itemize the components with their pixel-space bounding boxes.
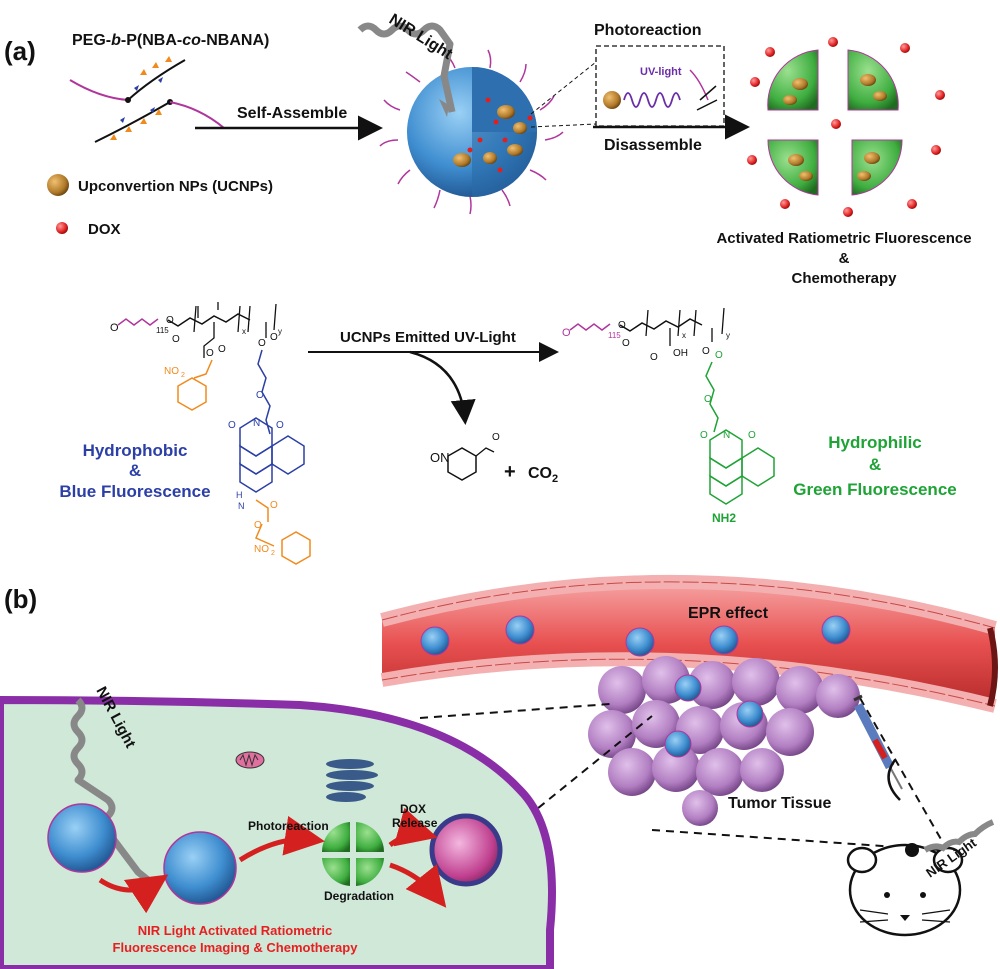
- self-assemble-label: Self-Assemble: [237, 105, 347, 122]
- svg-text:x: x: [682, 331, 686, 340]
- svg-text:O: O: [492, 432, 500, 443]
- svg-text:y: y: [278, 327, 282, 336]
- cell-micelle-outside: [47, 803, 117, 873]
- svg-text:O: O: [228, 420, 236, 431]
- svg-text:O: O: [110, 322, 119, 334]
- svg-text:O: O: [618, 320, 626, 331]
- svg-text:O: O: [270, 332, 278, 343]
- panel-a-label: (a): [4, 36, 36, 66]
- photoreaction-cell-label: Photoreaction: [248, 819, 329, 833]
- svg-text:N: N: [238, 501, 245, 511]
- ucnp-icon: [603, 91, 621, 109]
- svg-text:O: O: [622, 338, 630, 349]
- svg-text:O: O: [258, 338, 266, 349]
- uptake-arrow: [98, 874, 169, 914]
- outcome-amp: &: [839, 250, 850, 267]
- svg-text:N: N: [723, 430, 730, 441]
- svg-text:ON: ON: [430, 450, 450, 465]
- micelle-loaded: [379, 49, 564, 215]
- svg-text:H: H: [236, 490, 243, 500]
- svg-text:O: O: [256, 390, 264, 401]
- disassemble-label: Disassemble: [604, 137, 702, 154]
- nh2-label: NH2: [712, 511, 736, 525]
- left-polymer-structure: O 115 x y O O O O NO 2 O O O N O O H N O…: [110, 302, 311, 565]
- svg-text:y: y: [726, 331, 730, 340]
- svg-text:O: O: [700, 430, 708, 441]
- uv-wave-icon: [623, 92, 681, 108]
- svg-text:O: O: [715, 350, 723, 361]
- svg-text:O: O: [218, 344, 226, 355]
- mitochondrion-icon: [235, 751, 265, 769]
- svg-text:NO: NO: [164, 366, 179, 377]
- photoreaction-arrow: [238, 815, 325, 863]
- polymer-name: PEG-b-P(NBA-co-NBANA): [72, 32, 269, 49]
- uv-light-label: UV-light: [640, 66, 682, 78]
- hydrophilic-amp: &: [869, 455, 881, 474]
- svg-text:2: 2: [181, 372, 185, 379]
- blue-fluorescence-label: Blue Fluorescence: [59, 482, 210, 501]
- svg-text:x: x: [242, 327, 246, 336]
- byproduct-arrow: [409, 350, 476, 425]
- cell-micelle-irradiated: [163, 831, 237, 905]
- hydrophilic-label: Hydrophilic: [828, 433, 922, 452]
- mouse-icon: [846, 759, 964, 937]
- ucnp-legend-icon: [47, 174, 69, 196]
- ucnp-legend-label: Upconvertion NPs (UCNPs): [78, 178, 273, 195]
- svg-text:N: N: [253, 418, 260, 429]
- svg-text:O: O: [276, 420, 284, 431]
- tumor-tissue-label: Tumor Tissue: [728, 795, 832, 812]
- svg-text:115: 115: [156, 326, 169, 335]
- reaction-condition: UCNPs Emitted UV-Light: [340, 329, 516, 346]
- epr-effect-label: EPR effect: [688, 605, 769, 622]
- svg-text:OH: OH: [673, 348, 688, 359]
- vessel-micelles: [420, 615, 851, 657]
- svg-text:O: O: [166, 315, 174, 326]
- hydrophobic-label: Hydrophobic: [83, 441, 188, 460]
- svg-text:NO: NO: [254, 544, 269, 555]
- panel-b-label: (b): [4, 584, 37, 614]
- syringe-icon: [853, 694, 903, 790]
- svg-text:2: 2: [271, 550, 275, 557]
- nucleus-icon: [429, 813, 503, 887]
- hydrophobic-amp: &: [129, 461, 141, 480]
- svg-text:115: 115: [608, 331, 621, 340]
- svg-text:O: O: [172, 334, 180, 345]
- plus-sign: +: [504, 461, 516, 483]
- svg-text:O: O: [748, 430, 756, 441]
- nir-wave-icon: [357, 22, 456, 113]
- co2-label: CO2: [528, 465, 558, 485]
- caption-line-1: NIR Light Activated Ratiometric: [138, 923, 333, 938]
- tumor-micelles: [664, 674, 764, 758]
- svg-text:O: O: [650, 352, 658, 363]
- dox-release-label-1: DOX: [400, 802, 426, 816]
- svg-text:O: O: [704, 394, 712, 405]
- svg-text:O: O: [206, 348, 214, 359]
- cell-micelle-degraded: [321, 822, 385, 886]
- caption-line-2: Fluorescence Imaging & Chemotherapy: [113, 940, 359, 955]
- dox-release-label-2: Release: [392, 816, 438, 830]
- svg-text:O: O: [254, 520, 262, 531]
- svg-text:O: O: [270, 500, 278, 511]
- svg-text:O: O: [702, 346, 710, 357]
- green-fluorescence-label: Green Fluorescence: [793, 480, 956, 499]
- outcome-line-2: Chemotherapy: [791, 270, 897, 287]
- right-polymer-structure: O 115 x y O O O OH O O O N O O: [562, 307, 775, 505]
- photoreaction-title: Photoreaction: [594, 22, 702, 39]
- degradation-label: Degradation: [324, 889, 394, 903]
- svg-text:O: O: [562, 327, 571, 339]
- dox-legend-label: DOX: [88, 221, 121, 238]
- polymer-chain-icon: [69, 56, 225, 143]
- degradation-arrow: [389, 862, 447, 908]
- byproduct-structure: O ON: [430, 432, 500, 481]
- nir-wave-mouse-icon: [923, 819, 995, 853]
- outcome-line-1: Activated Ratiometric Fluorescence: [716, 230, 971, 247]
- photoreaction-box: [595, 45, 725, 127]
- disassembled-micelle: [747, 37, 945, 217]
- release-arrow: [388, 807, 438, 848]
- dox-legend-icon: [56, 222, 68, 234]
- golgi-icon: [326, 759, 378, 802]
